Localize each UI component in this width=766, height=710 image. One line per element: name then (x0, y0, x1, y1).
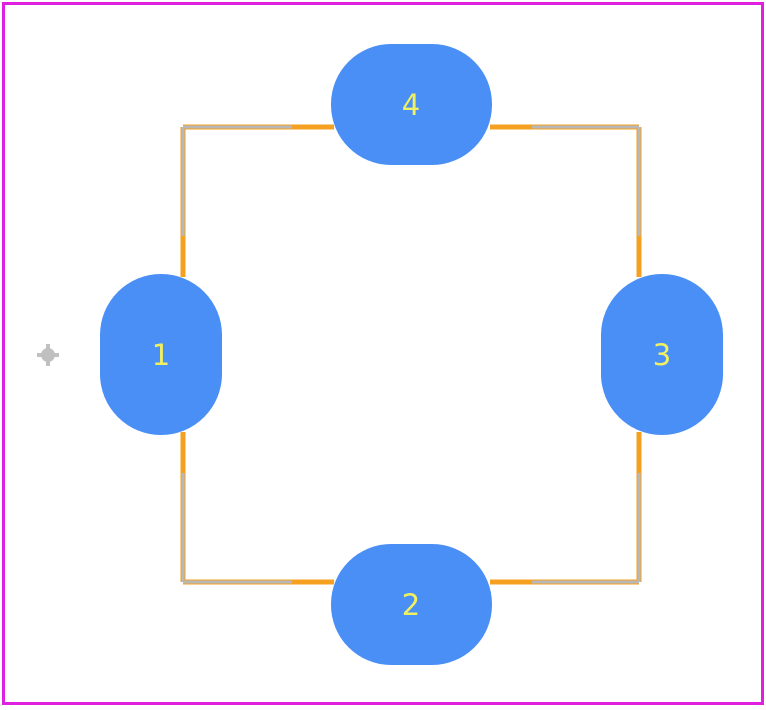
pad-4-shape[interactable] (331, 44, 492, 165)
pad-3-label: 3 (653, 338, 671, 372)
pad-2-label: 2 (402, 588, 420, 622)
pad-4[interactable]: 4 (331, 44, 492, 165)
origin-crosshair-icon (37, 344, 59, 366)
pad-3[interactable]: 3 (601, 274, 723, 435)
pad-1-label: 1 (152, 338, 170, 372)
pad-4-label: 4 (402, 88, 420, 122)
pad-2-shape[interactable] (331, 544, 492, 665)
pad-1[interactable]: 1 (100, 274, 222, 435)
pad-2[interactable]: 2 (331, 544, 492, 665)
pad-1-shape[interactable] (100, 274, 222, 435)
silkscreen-outline (180, 124, 642, 585)
pad-3-shape[interactable] (601, 274, 723, 435)
courtyard-outline (181, 125, 641, 584)
